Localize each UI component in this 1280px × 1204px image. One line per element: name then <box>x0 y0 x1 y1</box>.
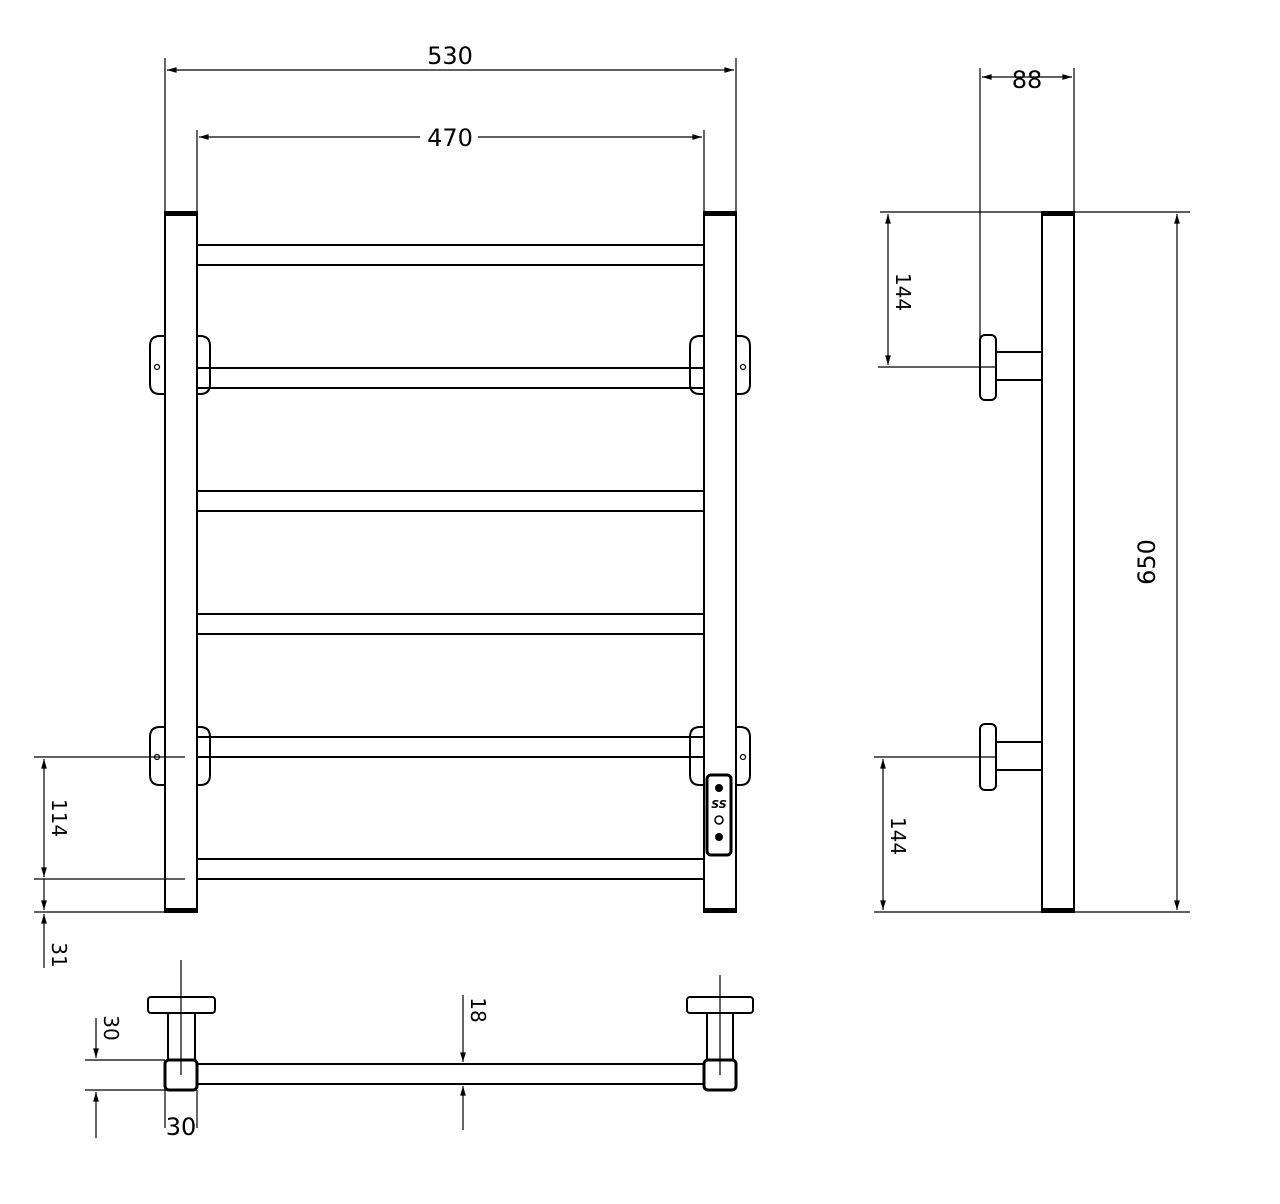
dim-post-depth: 30 <box>99 1015 123 1040</box>
wall-brackets <box>149 335 751 786</box>
dim-height: 650 <box>1133 539 1161 585</box>
dim-top-bracket-offset: 144 <box>891 273 915 311</box>
dim-rail-length: 470 <box>427 124 473 152</box>
dim-bottom-rail-spacing: 114 <box>47 799 71 837</box>
control-label: SS <box>711 798 727 811</box>
control-box: SS <box>705 773 733 857</box>
rails <box>196 244 705 880</box>
timer-icon <box>714 815 724 825</box>
dim-depth: 88 <box>1012 66 1043 94</box>
side-view: 88 650 144 144 <box>874 66 1190 913</box>
dim-bottom-offset: 31 <box>47 942 71 967</box>
top-view: 30 30 18 <box>85 960 754 1141</box>
front-view: SS 530 470 114 31 <box>34 42 751 968</box>
mode-button-icon <box>715 833 723 841</box>
power-button-icon <box>715 784 723 792</box>
side-post <box>1041 211 1075 913</box>
dim-rail-diameter: 18 <box>466 997 490 1022</box>
dim-overall-width: 530 <box>427 42 473 70</box>
dim-bottom-bracket-offset: 144 <box>886 817 910 855</box>
left-post <box>164 211 198 913</box>
dim-post-width: 30 <box>166 1113 197 1141</box>
